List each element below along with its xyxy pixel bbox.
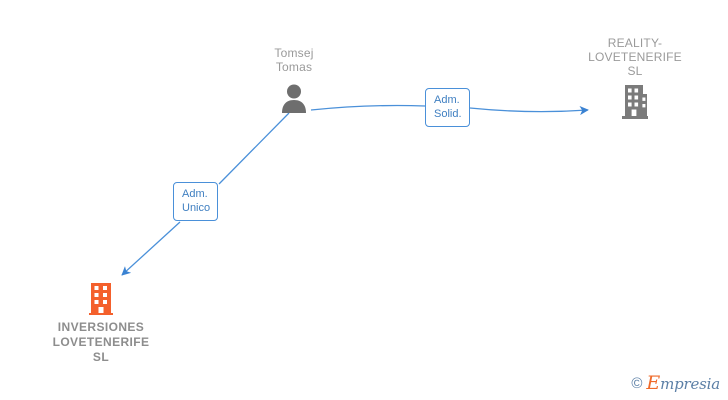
edge-label-adm-solid[interactable]: Adm. Solid. xyxy=(425,88,470,127)
node-person-tomsej-tomas[interactable]: Tomsej Tomas xyxy=(234,46,354,113)
edge-line-unico-to-company xyxy=(121,221,181,276)
building-icon-gray[interactable] xyxy=(572,85,698,119)
node-company-left-label: INVERSIONES LOVETENERIFE SL xyxy=(52,320,150,364)
node-person-label: Tomsej Tomas xyxy=(274,46,314,74)
edge-line-person-to-solid xyxy=(310,104,426,111)
node-company-right-label: REALITY- LOVETENERIFE SL xyxy=(588,36,682,78)
node-company-reality-lovetenerife-sl[interactable]: REALITY- LOVETENERIFE SL xyxy=(572,36,698,119)
edge-line-person-to-unico xyxy=(218,112,290,185)
node-company-inversiones-lovetenerife-sl[interactable]: INVERSIONES LOVETENERIFE SL xyxy=(36,283,166,365)
building-icon-glyph xyxy=(89,283,113,315)
watermark-brand-rest: mpresia xyxy=(660,375,720,393)
copyright-icon: © xyxy=(631,374,643,392)
watermark-brand: Empresia xyxy=(646,372,720,394)
watermark-empresia: © Empresia xyxy=(631,372,720,394)
building-icon-glyph xyxy=(622,85,648,119)
person-icon-glyph xyxy=(282,84,306,113)
watermark-brand-initial: E xyxy=(646,372,661,394)
edge-label-adm-unico[interactable]: Adm. Unico xyxy=(173,182,218,221)
person-icon[interactable] xyxy=(234,83,354,113)
edge-line-solid-to-company xyxy=(469,106,589,116)
building-icon-orange[interactable] xyxy=(36,283,166,315)
